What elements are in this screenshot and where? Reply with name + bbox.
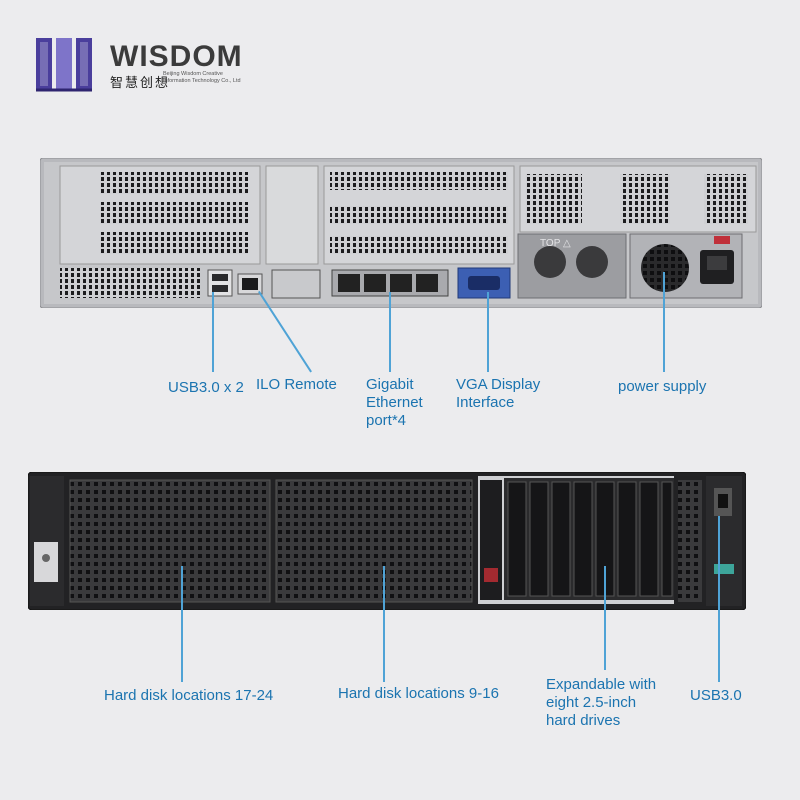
label-ethernet-3: port*4 (366, 412, 407, 429)
brand-subtitle: Beijing Wisdom Creative Information Tech… (163, 71, 241, 84)
label-vga-1: VGA Display (456, 376, 541, 393)
label-expandable-2: eight 2.5-inch (546, 694, 637, 711)
brand-chinese: 智慧创想 (110, 76, 171, 91)
label-ethernet-1: Gigabit (366, 376, 414, 393)
label-ilo-remote: ILO Remote (256, 376, 337, 393)
label-vga-2: Interface (456, 394, 515, 411)
label-expandable-3: hard drives (546, 712, 621, 729)
label-usb-front: USB3.0 (690, 687, 742, 704)
label-hd-9-16: Hard disk locations 9-16 (338, 685, 499, 702)
logo-icon (36, 38, 92, 92)
leader-line-hd9-16 (383, 566, 385, 682)
leader-line-hd17-24 (181, 566, 183, 682)
label-ethernet-2: Ethernet (366, 394, 423, 411)
label-expandable-1: Expandable with (546, 676, 657, 693)
server-rear-icon: TOP △ (40, 158, 762, 308)
leader-line-usb (212, 292, 214, 372)
leader-line-usb-front (718, 516, 720, 682)
psu-marking: TOP △ (540, 238, 571, 249)
server-front-icon (28, 472, 746, 610)
leader-line-expandable (604, 566, 606, 670)
label-hd-17-24: Hard disk locations 17-24 (104, 687, 274, 704)
brand-name: WISDOM (110, 40, 243, 73)
label-usb-rear: USB3.0 x 2 (168, 379, 244, 396)
leader-line-ethernet (389, 292, 391, 372)
leader-line-vga (487, 292, 489, 372)
label-power-supply: power supply (618, 378, 707, 395)
leader-line-psu (663, 272, 665, 372)
